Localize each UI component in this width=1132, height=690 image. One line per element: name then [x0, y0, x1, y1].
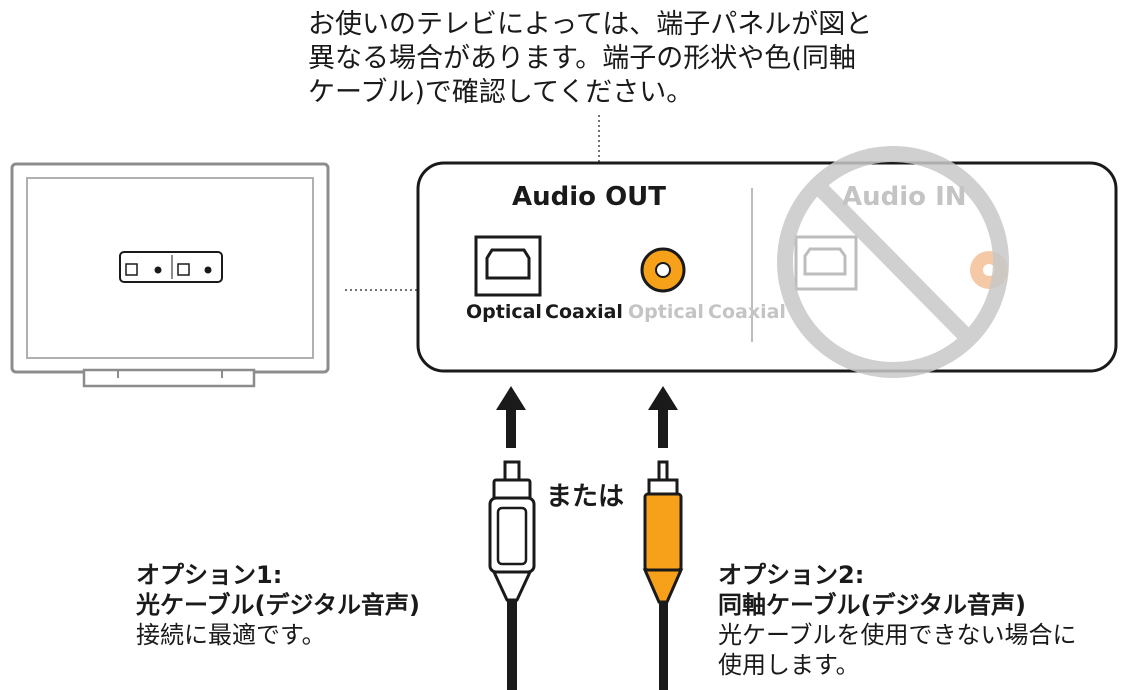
- prohibited-icon: [777, 146, 1009, 378]
- option1-desc: 接続に最適です。: [136, 621, 326, 649]
- tv-illustration: [10, 162, 330, 388]
- coaxial-label: Coaxial: [545, 301, 623, 323]
- optical-port-faded-icon: [794, 235, 858, 291]
- option2-block: オプション2: 同軸ケーブル(デジタル音声) 光ケーブルを使用できない場合に 使…: [718, 560, 1077, 680]
- optical-label: Optical: [466, 301, 542, 323]
- arrow-up-right-icon: [648, 386, 678, 448]
- arrow-up-left-icon: [496, 386, 526, 448]
- coaxial-label-faded: Coaxial: [708, 301, 786, 323]
- optical-cable-icon: [488, 460, 536, 690]
- option2-desc2: 使用します。: [718, 651, 860, 679]
- optical-port-icon: [474, 235, 542, 297]
- option2-desc1: 光ケーブルを使用できない場合に: [718, 621, 1077, 649]
- note-text: お使いのテレビによっては、端子パネルが図と 異なる場合があります。端子の形状や色…: [308, 9, 873, 108]
- option2-subtitle: 同軸ケーブル(デジタル音声): [718, 591, 1027, 619]
- optical-label-faded: Optical: [628, 301, 704, 323]
- audio-out-title: Audio OUT: [512, 182, 667, 212]
- tv-mini-port-panel: [119, 251, 223, 283]
- option2-title: オプション2:: [718, 561, 865, 589]
- or-label: または: [546, 482, 625, 512]
- option1-title: オプション1:: [136, 561, 283, 589]
- coaxial-port-icon: [640, 247, 686, 293]
- coaxial-cable-icon: [642, 460, 684, 690]
- option1-subtitle: 光ケーブル(デジタル音声): [136, 591, 421, 619]
- option1-block: オプション1: 光ケーブル(デジタル音声) 接続に最適です。: [136, 560, 420, 650]
- audio-in-title: Audio IN: [842, 182, 967, 212]
